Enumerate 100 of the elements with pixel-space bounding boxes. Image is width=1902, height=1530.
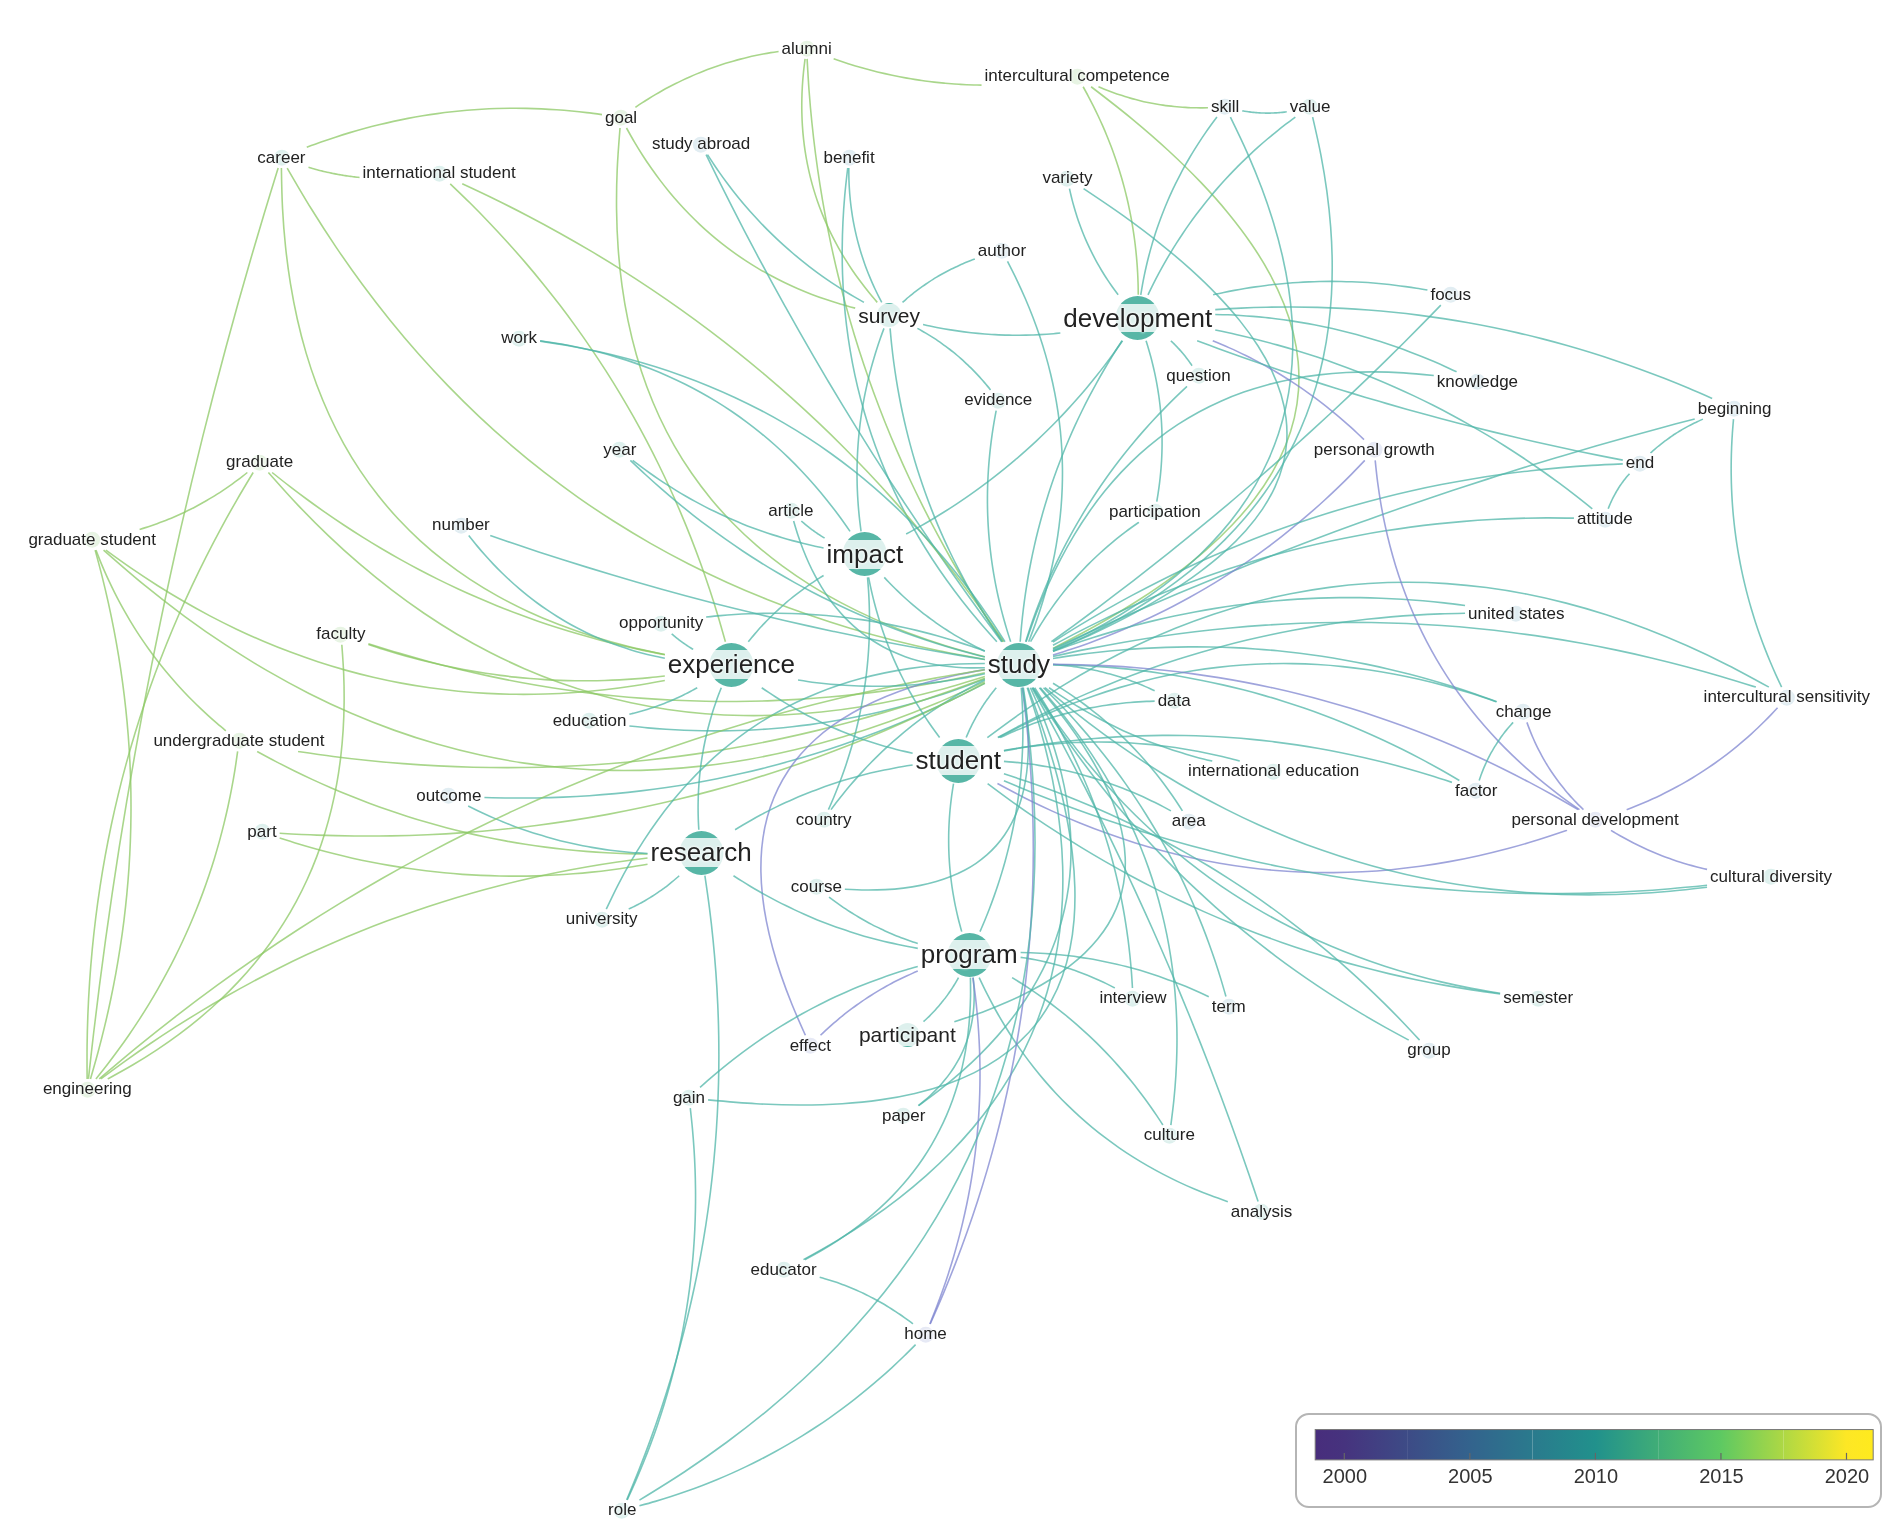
- link-curve: [297, 677, 986, 769]
- link-curve: [1212, 280, 1429, 296]
- link-curve: [1025, 371, 1435, 643]
- link-curve: [1526, 721, 1585, 811]
- link-curve: [802, 686, 1064, 1261]
- link-curve: [278, 682, 986, 837]
- link-curve: [697, 686, 723, 831]
- link-curve: [1031, 686, 1410, 1041]
- keyword-label: analysis: [1228, 1202, 1295, 1222]
- year-label: 2005: [1448, 1465, 1493, 1489]
- link-curve: [901, 258, 976, 304]
- link-curve: [605, 662, 986, 910]
- keyword-label: year: [601, 440, 639, 460]
- link-curve: [626, 1107, 697, 1501]
- link-curve: [1052, 517, 1575, 647]
- link-curve: [1003, 780, 1708, 895]
- link-curve: [631, 459, 825, 549]
- link-curve: [705, 612, 986, 652]
- link-curve: [1241, 110, 1288, 114]
- link-curve: [467, 534, 666, 659]
- link-curve: [734, 764, 914, 831]
- keyword-label: graduate: [224, 452, 296, 472]
- link-curve: [1024, 385, 1188, 643]
- link-curve: [95, 750, 239, 1080]
- keyword-label: course: [788, 877, 844, 897]
- link-curve: [1649, 418, 1704, 454]
- link-curve: [800, 520, 826, 539]
- link-curve: [1052, 663, 1579, 811]
- year-label: 2010: [1573, 1465, 1619, 1489]
- link-curve: [629, 459, 986, 658]
- keyword-label: term: [1209, 997, 1248, 1017]
- keyword-label: educator: [748, 1260, 819, 1280]
- keyword-label: knowledge: [1434, 372, 1521, 392]
- link-curve: [999, 700, 1156, 739]
- link-curve: [1097, 85, 1209, 109]
- link-curve: [699, 965, 919, 1089]
- link-curve: [1039, 686, 1178, 1126]
- link-curve: [1019, 956, 1116, 989]
- link-curve: [1478, 721, 1514, 782]
- keyword-label: evidence: [962, 390, 1035, 410]
- link-curve: [707, 686, 1076, 1106]
- keyword-label: opportunity: [617, 614, 706, 633]
- link-curve: [539, 340, 851, 533]
- link-curve: [615, 127, 986, 658]
- link-curve: [1730, 418, 1783, 688]
- link-curve: [1610, 829, 1708, 871]
- keyword-label: graduate student: [26, 530, 158, 550]
- link-curve: [1052, 418, 1696, 650]
- link-curve: [978, 976, 1229, 1203]
- link-curve: [367, 643, 666, 682]
- keyword-label: value: [1287, 97, 1333, 117]
- link-curve: [1139, 116, 1218, 296]
- link-curve: [1052, 596, 1466, 653]
- keyword-label: area: [1169, 811, 1208, 831]
- link-curve: [638, 1343, 917, 1507]
- keyword-label: group: [1405, 1041, 1453, 1060]
- keyword-label: beginning: [1695, 399, 1774, 419]
- link-curve: [86, 471, 254, 1080]
- link-curve: [1033, 686, 1134, 989]
- keyword-label: intercultural sensitivity: [1701, 688, 1872, 707]
- keyword-label: number: [430, 515, 492, 535]
- keyword-label: united states: [1466, 604, 1567, 624]
- link-curve: [489, 534, 986, 661]
- link-curve: [367, 642, 986, 703]
- link-curve: [986, 581, 1770, 739]
- keyword-label: culture: [1141, 1126, 1197, 1145]
- keyword-label: interview: [1097, 988, 1169, 1008]
- link-curve: [625, 874, 720, 1501]
- year-label: 2020: [1824, 1465, 1870, 1489]
- link-curve: [828, 896, 919, 945]
- link-curve: [1211, 340, 1365, 441]
- keyword-label: article: [766, 501, 816, 520]
- link-curve: [986, 409, 1012, 643]
- link-curve: [867, 576, 941, 739]
- link-curve: [100, 857, 649, 1080]
- keyword-label: benefit: [821, 148, 877, 168]
- keyword-label: factor: [1452, 781, 1500, 801]
- link-curve: [267, 471, 986, 717]
- link-curve: [979, 686, 1024, 933]
- keyword-label: study abroad: [649, 135, 753, 154]
- link-curve: [830, 679, 986, 811]
- link-curve: [1052, 663, 1156, 692]
- keyword-label: work: [499, 329, 540, 348]
- link-curve: [1607, 472, 1631, 510]
- link-curve: [278, 837, 649, 877]
- link-curve: [625, 127, 856, 309]
- link-curve: [1044, 686, 1708, 896]
- link-curve: [997, 662, 1497, 739]
- keyword-label: author: [975, 241, 1029, 261]
- link-curve: [1052, 187, 1288, 652]
- link-curve: [1003, 734, 1453, 784]
- link-curve: [848, 167, 883, 304]
- link-curve: [1170, 340, 1193, 367]
- link-curve: [916, 327, 992, 391]
- link-curve: [1032, 686, 1501, 995]
- link-curve: [1052, 646, 1498, 703]
- keyword-label: personal development: [1509, 810, 1681, 830]
- keyword-label: outcome: [414, 786, 484, 806]
- keyword-label: career: [255, 148, 308, 168]
- keyword-label: attitude: [1574, 509, 1635, 529]
